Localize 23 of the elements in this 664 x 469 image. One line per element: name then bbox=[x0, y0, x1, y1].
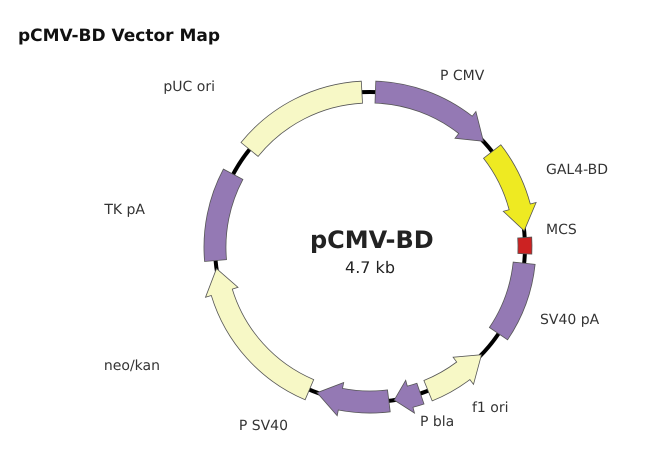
feature-label: MCS bbox=[546, 222, 577, 238]
directional-gene-segment bbox=[374, 80, 484, 142]
title: pCMV-BD Vector Map bbox=[18, 26, 220, 46]
plasmid-name: pCMV-BD bbox=[310, 226, 430, 254]
feature-label: TK pA bbox=[104, 202, 145, 218]
feature-label: P bla bbox=[420, 414, 454, 430]
gene-segment bbox=[204, 168, 244, 262]
feature-label: f1 ori bbox=[472, 400, 508, 416]
gene-segment bbox=[240, 80, 363, 157]
feature-label: pUC ori bbox=[163, 79, 215, 95]
directional-gene-segment bbox=[424, 354, 482, 402]
feature-label: P CMV bbox=[440, 68, 484, 84]
directional-gene-segment bbox=[483, 144, 536, 232]
directional-gene-segment bbox=[316, 382, 391, 416]
gene-segment bbox=[489, 262, 536, 340]
feature-label: SV40 pA bbox=[540, 312, 600, 328]
plasmid-size: 4.7 kb bbox=[344, 258, 396, 277]
gene-segment bbox=[517, 236, 532, 254]
directional-gene-segment bbox=[394, 380, 424, 414]
feature-label: GAL4-BD bbox=[546, 162, 608, 178]
feature-label: neo/kan bbox=[104, 358, 160, 374]
feature-label: P SV40 bbox=[238, 418, 288, 434]
directional-gene-segment bbox=[205, 268, 314, 400]
